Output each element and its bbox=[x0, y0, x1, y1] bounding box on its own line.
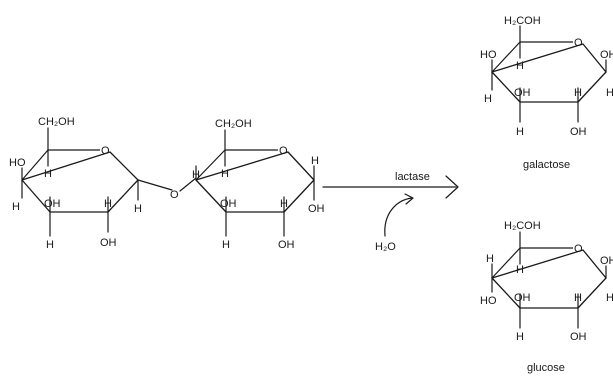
left-c2-h-label: H bbox=[104, 198, 112, 210]
left-c1-h-label: H bbox=[134, 203, 142, 215]
lactose-right-ring: CH₂OH O H H H OH H OH H OH bbox=[192, 118, 325, 251]
glucose-c3-h-label: H bbox=[516, 331, 524, 343]
right-ring-oxygen-label: O bbox=[279, 145, 288, 157]
right-c4-h-label: H bbox=[192, 169, 200, 181]
galactose-name-label: galactose bbox=[523, 159, 570, 171]
galactose-c4-ho-label: HO bbox=[480, 49, 497, 61]
reaction-arrowhead bbox=[445, 175, 459, 199]
galactose-ring-oxygen-label: O bbox=[574, 37, 583, 49]
left-c3-h-label: H bbox=[46, 239, 54, 251]
galactose-ring-outline bbox=[491, 41, 607, 103]
galactose-c2-oh-label: OH bbox=[570, 126, 587, 138]
galactose-c4-h-label: H bbox=[484, 93, 492, 105]
galactose-c1-oh-label: OH bbox=[600, 49, 613, 61]
right-c2-h-label: H bbox=[280, 198, 288, 210]
left-ring-outline bbox=[21, 149, 139, 213]
glucose-ring-oxygen-label: O bbox=[574, 243, 583, 255]
left-c4-ho-label: HO bbox=[9, 157, 26, 169]
left-c5-h-label: H bbox=[44, 168, 52, 180]
right-c3-h-label: H bbox=[222, 239, 230, 251]
glucose-c2-oh-label: OH bbox=[570, 331, 587, 343]
left-ch2oh-label: CH₂OH bbox=[38, 116, 75, 128]
glucose-c1-oh-label: OH bbox=[600, 255, 613, 267]
right-c1-oh-label: OH bbox=[308, 203, 325, 215]
glucose-c5-h-label: H bbox=[516, 264, 524, 276]
left-c2-oh-label: OH bbox=[100, 237, 117, 249]
glucose-ch2oh-label: H₂COH bbox=[504, 220, 541, 232]
glucose-structure: H₂COH O H H OH OH H HO H H OH glucose bbox=[480, 220, 613, 374]
lactose-left-ring: CH₂OH O HO H H OH H H H OH bbox=[9, 116, 142, 251]
water-label: H₂O bbox=[375, 241, 396, 253]
galactose-c2-h-label: H bbox=[574, 87, 582, 99]
galactose-c3-h-label: H bbox=[516, 126, 524, 138]
galactose-ch2oh-label: H₂COH bbox=[504, 15, 541, 27]
glucose-c2-h-label: H bbox=[574, 292, 582, 304]
water-curved-arrow bbox=[384, 197, 413, 237]
right-c2-oh-label: OH bbox=[278, 239, 295, 251]
left-c4-h-label: H bbox=[12, 201, 20, 213]
glycosidic-linkage: O bbox=[137, 177, 197, 201]
galactose-c3-oh-label: OH bbox=[514, 87, 531, 99]
left-c3-oh-label: OH bbox=[44, 198, 61, 210]
right-ring-outline bbox=[195, 149, 315, 213]
glucose-ring-outline bbox=[491, 247, 607, 309]
left-ring-oxygen-label: O bbox=[101, 145, 110, 157]
right-c3-oh-label: OH bbox=[220, 198, 237, 210]
glucose-c4-h-label: H bbox=[486, 253, 494, 265]
reaction-arrow: lactase H₂O bbox=[322, 171, 459, 253]
glucose-c3-oh-label: OH bbox=[514, 292, 531, 304]
bridge-oxygen-label: O bbox=[170, 189, 179, 201]
glucose-c1-h-label: H bbox=[606, 292, 613, 304]
galactose-structure: H₂COH O HO H OH H OH H H OH H galactose bbox=[480, 15, 613, 171]
glucose-c4-ho-label: HO bbox=[480, 295, 497, 307]
water-arrowhead bbox=[404, 193, 414, 205]
enzyme-label: lactase bbox=[395, 171, 430, 183]
glucose-name-label: glucose bbox=[527, 362, 565, 374]
galactose-c1-h-label: H bbox=[606, 87, 613, 99]
galactose-c5-h-label: H bbox=[516, 60, 524, 72]
right-ch2oh-label: CH₂OH bbox=[215, 118, 252, 130]
right-c5-h-label: H bbox=[221, 168, 229, 180]
right-c1-h-label: H bbox=[311, 155, 319, 167]
